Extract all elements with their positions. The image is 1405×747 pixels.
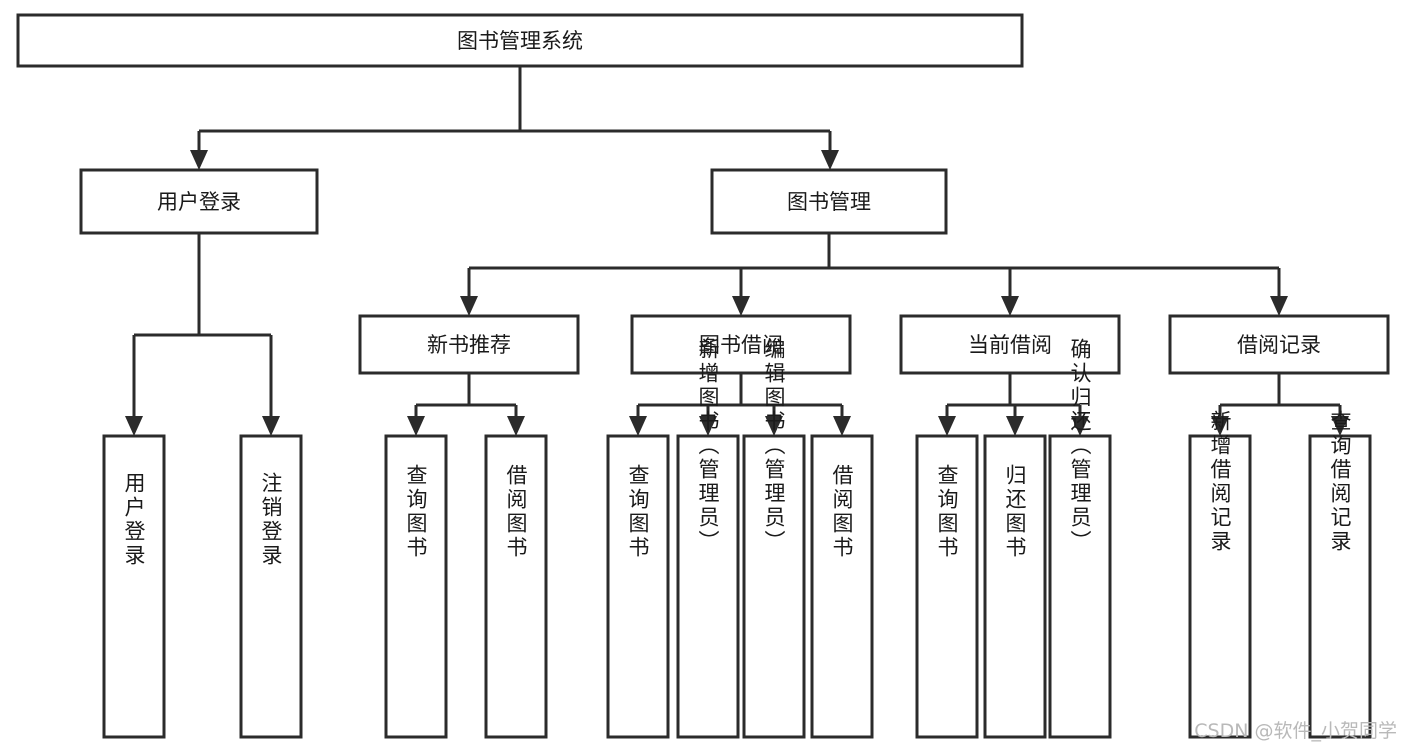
node-leaf-add-book-box[interactable] xyxy=(676,434,740,739)
node-borrow-record-label: 借阅记录 xyxy=(1237,333,1321,357)
node-leaf-return-book[interactable]: 归还图书 xyxy=(983,434,1047,739)
arrow-head-leaf-return-book xyxy=(1006,416,1024,436)
node-current-borrow[interactable]: 当前借阅 xyxy=(899,314,1121,375)
node-leaf-logout[interactable]: 注销登录 xyxy=(239,434,303,739)
node-borrow-record[interactable]: 借阅记录 xyxy=(1168,314,1390,375)
node-leaf-logout-label: 注销登录 xyxy=(259,472,283,568)
arrow-head-leaf-edit-book xyxy=(765,416,783,436)
node-leaf-query-book-1-label: 查询图书 xyxy=(404,464,428,560)
node-leaf-query-book-1[interactable]: 查询图书 xyxy=(384,434,448,739)
arrow-head-leaf-borrow-book-2 xyxy=(833,416,851,436)
node-leaf-return-book-label: 归还图书 xyxy=(1003,464,1027,560)
node-new-book-rec-box[interactable] xyxy=(358,314,580,375)
node-leaf-edit-book-box[interactable] xyxy=(742,434,806,739)
node-leaf-borrow-book-1[interactable]: 借阅图书 xyxy=(484,434,548,739)
node-leaf-return-book-box[interactable] xyxy=(983,434,1047,739)
node-leaf-confirm-return-label: 确认归还（管理员） xyxy=(1068,338,1092,554)
node-leaf-borrow-book-2[interactable]: 借阅图书 xyxy=(810,434,874,739)
node-leaf-confirm-return-box[interactable] xyxy=(1048,434,1112,739)
node-leaf-query-record-box[interactable] xyxy=(1308,434,1372,739)
arrow-head-leaf-query-book-2 xyxy=(629,416,647,436)
arrow-head-user-login xyxy=(190,150,208,170)
arrow-head-new-book-rec xyxy=(460,296,478,316)
node-leaf-add-record-label: 新增借阅记录 xyxy=(1208,410,1232,554)
node-book-borrow-box[interactable] xyxy=(630,314,852,375)
node-new-book-rec-label: 新书推荐 xyxy=(427,333,511,357)
node-leaf-add-record-box[interactable] xyxy=(1188,434,1252,739)
arrow-head-leaf-query-book-3 xyxy=(938,416,956,436)
arrow-head-leaf-logout xyxy=(262,416,280,436)
connector-layer xyxy=(125,66,1349,436)
node-current-borrow-box[interactable] xyxy=(899,314,1121,375)
node-current-borrow-label: 当前借阅 xyxy=(968,333,1052,357)
node-leaf-borrow-book-2-box[interactable] xyxy=(810,434,874,739)
arrow-head-book-borrow xyxy=(732,296,750,316)
node-root-label: 图书管理系统 xyxy=(457,29,583,53)
node-leaf-logout-box[interactable] xyxy=(239,434,303,739)
arrow-head-leaf-borrow-book-1 xyxy=(507,416,525,436)
node-leaf-query-book-1-box[interactable] xyxy=(384,434,448,739)
node-root-box[interactable] xyxy=(16,13,1024,68)
node-leaf-borrow-book-1-label: 借阅图书 xyxy=(504,464,528,560)
node-user-login-label: 用户登录 xyxy=(157,190,241,214)
node-leaf-query-book-3-label: 查询图书 xyxy=(935,464,959,560)
arrow-head-leaf-user-login xyxy=(125,416,143,436)
node-leaf-edit-book-label: 编辑图书（管理员） xyxy=(762,338,786,554)
arrow-head-leaf-confirm-return xyxy=(1071,416,1089,436)
node-book-borrow-label: 图书借阅 xyxy=(699,333,783,357)
arrow-head-leaf-query-book-1 xyxy=(407,416,425,436)
node-book-manage-label: 图书管理 xyxy=(787,190,871,214)
arrow-head-leaf-add-record xyxy=(1211,416,1229,436)
node-user-login[interactable]: 用户登录 xyxy=(79,168,319,235)
node-book-manage[interactable]: 图书管理 xyxy=(710,168,948,235)
node-leaf-query-book-3-box[interactable] xyxy=(915,434,979,739)
node-leaf-user-login-box[interactable] xyxy=(102,434,166,739)
node-leaf-user-login-label: 用户登录 xyxy=(122,472,146,568)
arrow-head-leaf-query-record xyxy=(1331,416,1349,436)
node-leaf-query-record-label: 查询借阅记录 xyxy=(1328,410,1352,554)
node-leaf-borrow-book-1-box[interactable] xyxy=(484,434,548,739)
node-root[interactable]: 图书管理系统 xyxy=(16,13,1024,68)
node-leaf-query-book-3[interactable]: 查询图书 xyxy=(915,434,979,739)
arrow-head-book-manage xyxy=(821,150,839,170)
node-leaf-add-record[interactable]: 新增借阅记录 xyxy=(1188,410,1252,739)
node-leaf-add-book[interactable]: 新增图书（管理员） xyxy=(676,338,740,739)
node-leaf-query-book-2-box[interactable] xyxy=(606,434,670,739)
arrow-head-borrow-record xyxy=(1270,296,1288,316)
node-leaf-query-book-2-label: 查询图书 xyxy=(626,464,650,560)
node-new-book-rec[interactable]: 新书推荐 xyxy=(358,314,580,375)
node-leaf-query-book-2[interactable]: 查询图书 xyxy=(606,434,670,739)
arrow-head-current-borrow xyxy=(1001,296,1019,316)
node-leaf-confirm-return[interactable]: 确认归还（管理员） xyxy=(1048,338,1112,739)
node-leaf-edit-book[interactable]: 编辑图书（管理员） xyxy=(742,338,806,739)
node-leaf-user-login[interactable]: 用户登录 xyxy=(102,434,166,739)
node-book-borrow[interactable]: 图书借阅 xyxy=(630,314,852,375)
node-borrow-record-box[interactable] xyxy=(1168,314,1390,375)
node-leaf-borrow-book-2-label: 借阅图书 xyxy=(830,464,854,560)
arrow-head-leaf-add-book xyxy=(699,416,717,436)
node-leaf-add-book-label: 新增图书（管理员） xyxy=(696,338,720,554)
node-user-login-box[interactable] xyxy=(79,168,319,235)
node-leaf-query-record[interactable]: 查询借阅记录 xyxy=(1308,410,1372,739)
node-book-manage-box[interactable] xyxy=(710,168,948,235)
